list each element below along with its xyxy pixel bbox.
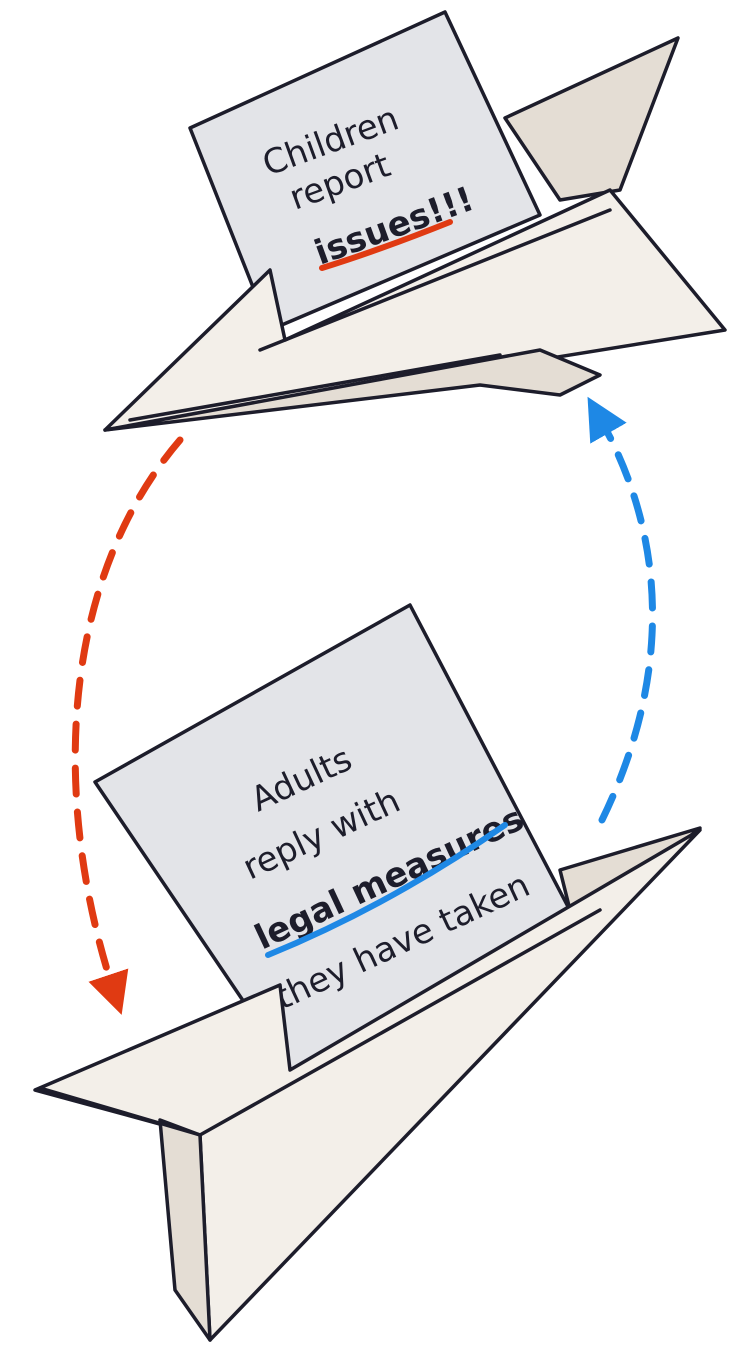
bottom-note-underline <box>265 822 508 958</box>
top-note-card: Children report issues!!! <box>188 10 542 332</box>
red-arrow <box>71 436 184 1015</box>
top-paper-plane: Children report issues!!! <box>103 10 727 432</box>
bottom-paper-plane: Adults reply with legal measures they ha… <box>33 603 702 1342</box>
top-note-underline <box>319 219 453 271</box>
bottom-note-card: Adults reply with legal measures they ha… <box>93 603 577 1072</box>
blue-arrow <box>587 396 656 824</box>
